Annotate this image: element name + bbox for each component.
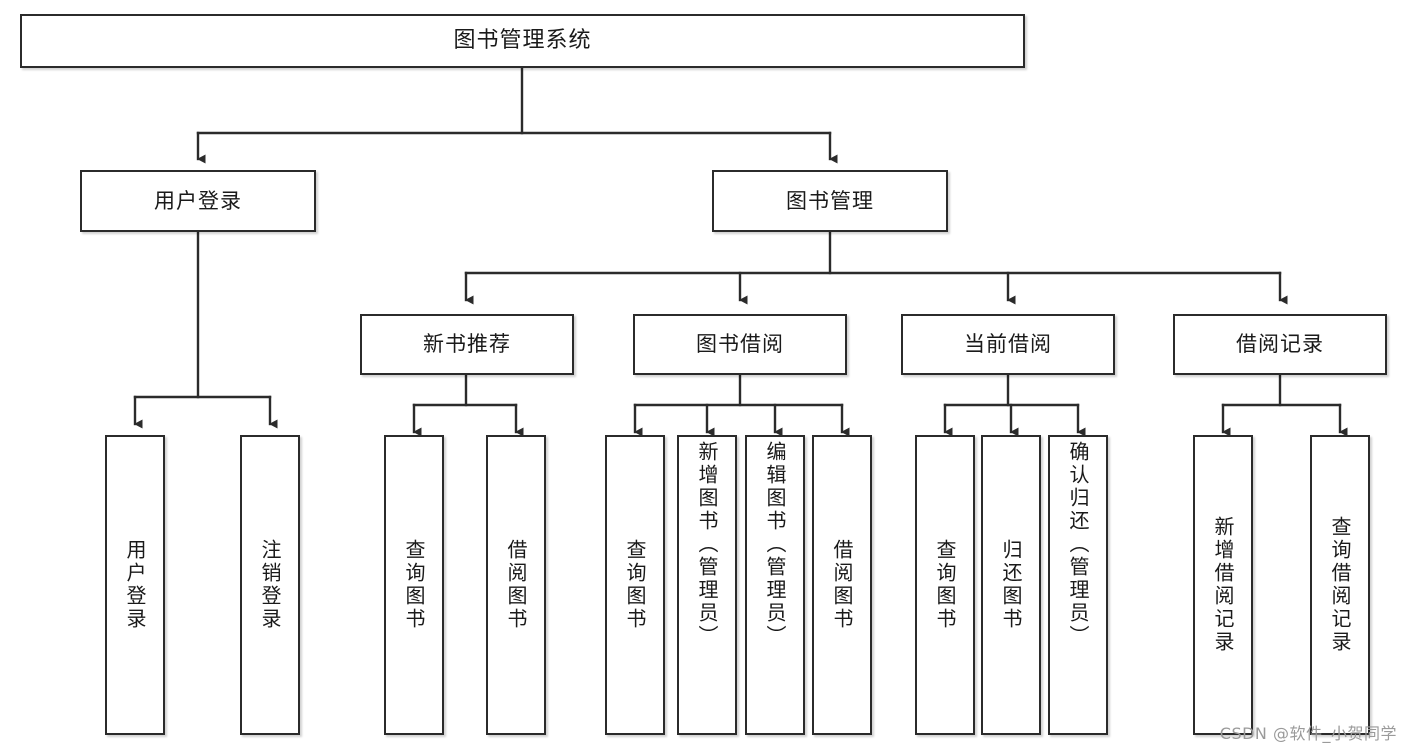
leaf-record-query-record[interactable]: 查询借阅记录 — [1310, 435, 1370, 735]
watermark-text: CSDN @软件_小贺同学 — [1219, 724, 1397, 743]
leaf-current-return-book[interactable]: 归还图书 — [981, 435, 1041, 735]
node-label: 图书管理 — [786, 188, 874, 213]
node-label: 借阅图书 — [504, 539, 528, 631]
node-new-book-recommend[interactable]: 新书推荐 — [360, 314, 574, 375]
node-root-system[interactable]: 图书管理系统 — [20, 14, 1025, 68]
node-label: 新书推荐 — [423, 332, 511, 357]
node-label: 新增图书（管理员） — [695, 441, 719, 648]
node-current-borrow[interactable]: 当前借阅 — [901, 314, 1115, 375]
node-label: 编辑图书（管理员） — [763, 441, 787, 648]
leaf-borrow-query-book[interactable]: 查询图书 — [605, 435, 665, 735]
node-label: 借阅图书 — [830, 539, 854, 631]
node-label: 查询图书 — [933, 539, 957, 631]
leaf-record-add-record[interactable]: 新增借阅记录 — [1193, 435, 1253, 735]
node-label: 新增借阅记录 — [1211, 516, 1235, 654]
node-borrow-record[interactable]: 借阅记录 — [1173, 314, 1387, 375]
leaf-current-query-book[interactable]: 查询图书 — [915, 435, 975, 735]
node-label: 图书借阅 — [696, 332, 784, 357]
node-label: 查询图书 — [623, 539, 647, 631]
leaf-user-login-login[interactable]: 用户登录 — [105, 435, 165, 735]
node-label: 图书管理系统 — [453, 28, 592, 54]
leaf-new-book-borrow-book[interactable]: 借阅图书 — [486, 435, 546, 735]
node-book-management[interactable]: 图书管理 — [712, 170, 948, 232]
leaf-new-book-query-book[interactable]: 查询图书 — [384, 435, 444, 735]
leaf-current-confirm-return-admin[interactable]: 确认归还（管理员） — [1048, 435, 1108, 735]
node-label: 当前借阅 — [964, 332, 1052, 357]
node-label: 注销登录 — [258, 539, 282, 631]
leaf-borrow-add-book-admin[interactable]: 新增图书（管理员） — [677, 435, 737, 735]
node-label: 借阅记录 — [1236, 332, 1324, 357]
node-user-login[interactable]: 用户登录 — [80, 170, 316, 232]
leaf-borrow-borrow-book[interactable]: 借阅图书 — [812, 435, 872, 735]
node-label: 用户登录 — [154, 188, 242, 213]
node-label: 确认归还（管理员） — [1066, 441, 1090, 648]
node-label: 用户登录 — [123, 539, 147, 631]
leaf-user-login-logout[interactable]: 注销登录 — [240, 435, 300, 735]
node-label: 查询借阅记录 — [1328, 516, 1352, 654]
node-label: 查询图书 — [402, 539, 426, 631]
node-book-borrow[interactable]: 图书借阅 — [633, 314, 847, 375]
leaf-borrow-edit-book-admin[interactable]: 编辑图书（管理员） — [745, 435, 805, 735]
node-label: 归还图书 — [999, 539, 1023, 631]
